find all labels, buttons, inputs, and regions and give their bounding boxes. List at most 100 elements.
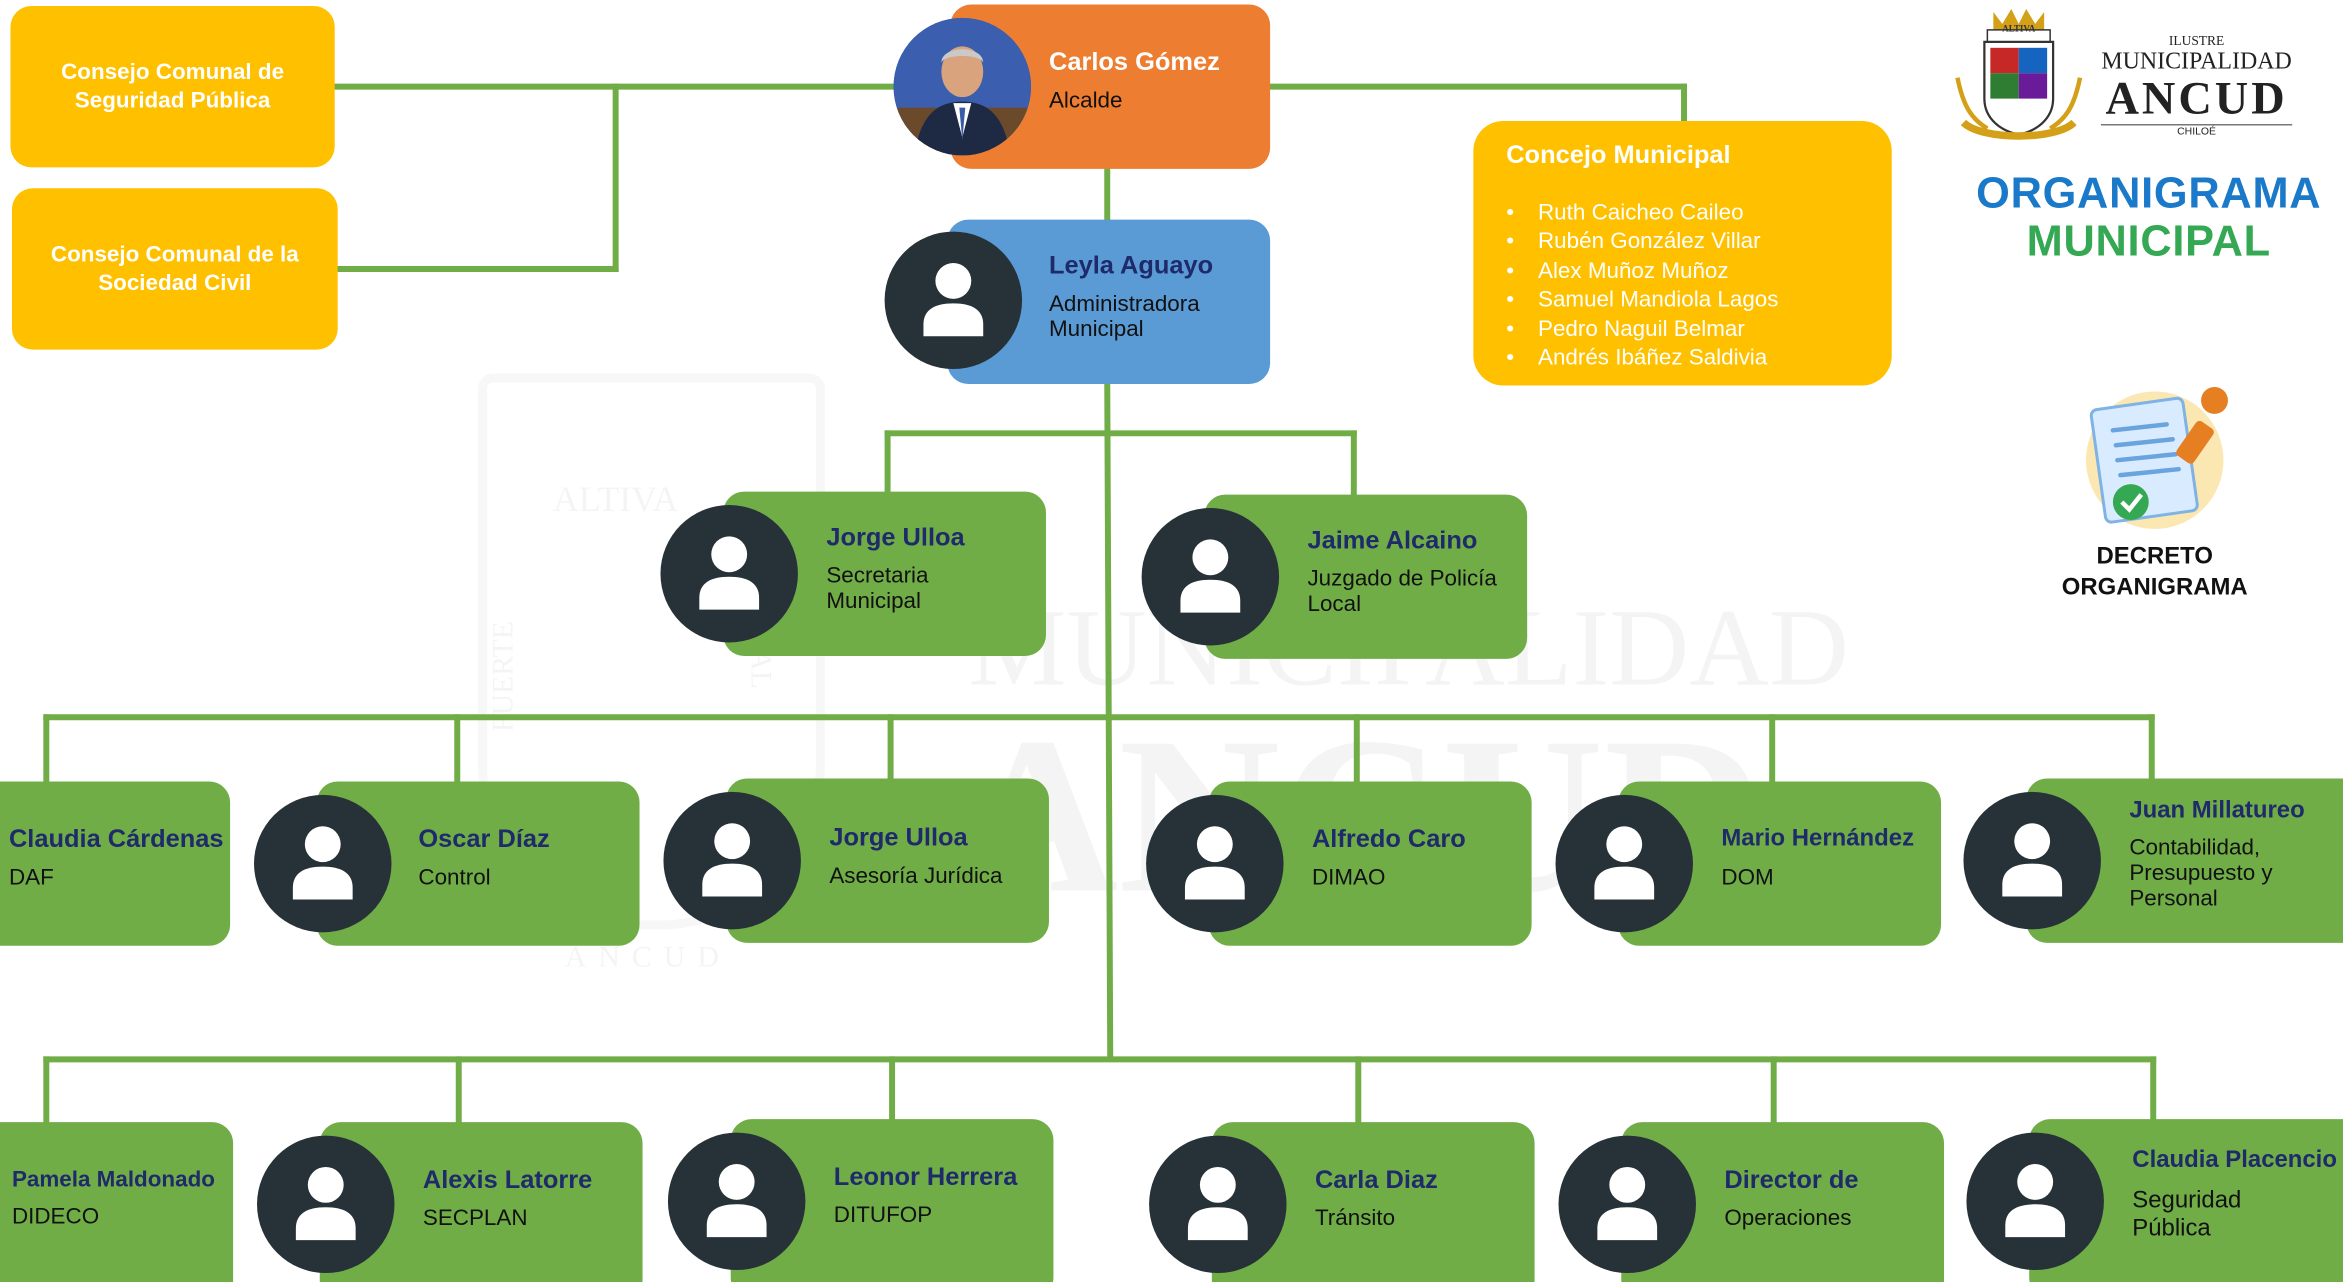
juzgado-role-line2: Local bbox=[1307, 591, 1362, 618]
person-icon bbox=[923, 262, 984, 337]
logo-municipalidad: MUNICIPALIDAD bbox=[2101, 49, 2292, 75]
juzgado-avatar bbox=[1141, 508, 1280, 646]
crest-motto: ALTIVA bbox=[2002, 25, 2036, 35]
person-icon bbox=[2002, 823, 2063, 897]
concejo-member: Rubén González Villar bbox=[1506, 228, 1778, 257]
consejo-sociedad-box: Consejo Comunal de la Sociedad Civil bbox=[11, 188, 338, 350]
person-icon bbox=[699, 536, 760, 610]
ditufop-role: DITUFOP bbox=[833, 1202, 933, 1229]
concejo-members-list: Ruth Caicheo Caileo Rubén González Villa… bbox=[1506, 199, 1778, 373]
dimao-name: Alfredo Caro bbox=[1311, 824, 1466, 854]
contabilidad-avatar bbox=[1963, 791, 2101, 930]
logo-ancud: ANCUD bbox=[2105, 71, 2288, 125]
document-stamp-icon bbox=[2085, 386, 2228, 529]
person-icon bbox=[1184, 826, 1245, 900]
juzgado-name: Jaime Alcaino bbox=[1307, 525, 1478, 555]
title-line2: MUNICIPAL bbox=[2026, 218, 2271, 266]
juridica-name: Jorge Ulloa bbox=[829, 823, 968, 852]
seguridad-avatar bbox=[1966, 1132, 2104, 1271]
person-icon bbox=[1594, 826, 1655, 900]
juzgado-role-line1: Juzgado de Policía bbox=[1307, 566, 1497, 592]
contabilidad-role-line2: Presupuesto y bbox=[2129, 860, 2273, 887]
logo-wordmark: ILUSTRE MUNICIPALIDAD ANCUD CHILOÉ bbox=[2092, 33, 2301, 141]
decreto-line1: DECRETO bbox=[2096, 543, 2213, 570]
dom-role: DOM bbox=[1721, 865, 1774, 891]
operaciones-avatar bbox=[1558, 1135, 1696, 1274]
daf-name: Claudia Cárdenas bbox=[8, 824, 224, 854]
concejo-member: Andrés Ibáñez Saldivia bbox=[1506, 344, 1778, 373]
seguridad-role-line1: Seguridad bbox=[2132, 1187, 2242, 1214]
concejo-title: Concejo Municipal bbox=[1506, 140, 1731, 169]
alcalde-photo bbox=[893, 17, 1032, 156]
operaciones-name: Director de bbox=[1724, 1165, 1859, 1194]
concejo-member: Alex Muñoz Muñoz bbox=[1506, 257, 1778, 286]
person-icon bbox=[295, 1166, 356, 1241]
control-role: Control bbox=[418, 865, 491, 891]
control-name: Oscar Díaz bbox=[418, 824, 550, 854]
ditufop-avatar bbox=[667, 1132, 806, 1271]
transito-avatar bbox=[1149, 1135, 1287, 1274]
contabilidad-role-line1: Contabilidad, bbox=[2129, 835, 2261, 861]
person-icon bbox=[706, 1163, 767, 1238]
decreto-icon-button[interactable] bbox=[2080, 383, 2235, 532]
person-icon bbox=[1187, 1166, 1248, 1241]
logo-chiloe: CHILOÉ bbox=[2100, 124, 2293, 140]
secretaria-role-line2: Municipal bbox=[826, 588, 922, 615]
consejo-seguridad-box: Consejo Comunal de Seguridad Pública bbox=[10, 5, 335, 168]
logo-ilustre: ILUSTRE bbox=[2168, 32, 2225, 48]
dideco-role: DIDECO bbox=[11, 1204, 100, 1230]
person-icon bbox=[702, 823, 763, 897]
secretaria-avatar bbox=[660, 505, 798, 643]
transito-role: Tránsito bbox=[1314, 1205, 1396, 1232]
daf-card bbox=[0, 781, 231, 946]
dimao-avatar bbox=[1146, 794, 1284, 933]
secplan-role: SECPLAN bbox=[422, 1205, 528, 1232]
juridica-avatar bbox=[663, 791, 801, 930]
contabilidad-role-line3: Personal bbox=[2129, 886, 2218, 912]
person-icon bbox=[1597, 1166, 1658, 1241]
dom-avatar bbox=[1555, 794, 1693, 933]
transito-name: Carla Diaz bbox=[1314, 1165, 1438, 1194]
dideco-name: Pamela Maldonado bbox=[11, 1166, 215, 1193]
ditufop-name: Leonor Herrera bbox=[833, 1162, 1018, 1191]
decreto-line2: ORGANIGRAMA bbox=[2061, 575, 2248, 601]
secplan-avatar bbox=[257, 1135, 395, 1274]
person-icon bbox=[2005, 1163, 2066, 1238]
control-avatar bbox=[254, 794, 392, 933]
daf-role: DAF bbox=[8, 865, 54, 891]
administradora-role-line2: Municipal bbox=[1048, 316, 1144, 343]
concejo-member: Pedro Naguil Belmar bbox=[1506, 315, 1778, 344]
contabilidad-name: Juan Millatureo bbox=[2129, 797, 2305, 824]
watermark-bottom: ANCUD bbox=[565, 941, 731, 975]
seguridad-role-line2: Pública bbox=[2132, 1216, 2211, 1242]
crest-icon bbox=[1955, 8, 2083, 140]
administradora-avatar bbox=[884, 231, 1023, 370]
secretaria-role-line1: Secretaria bbox=[826, 563, 929, 589]
operaciones-role: Operaciones bbox=[1724, 1205, 1852, 1232]
dideco-card bbox=[0, 1122, 234, 1282]
crest-logo: ALTIVA bbox=[1952, 3, 2086, 146]
administradora-name: Leyla Aguayo bbox=[1048, 251, 1214, 280]
secretaria-name: Jorge Ulloa bbox=[826, 522, 965, 552]
decreto-label[interactable]: DECRETO ORGANIGRAMA bbox=[2032, 541, 2277, 604]
concejo-municipal-box: Concejo Municipal Ruth Caicheo Caileo Ru… bbox=[1473, 121, 1892, 386]
organigrama-title: ORGANIGRAMA MUNICIPAL bbox=[1969, 170, 2328, 266]
dom-name: Mario Hernández bbox=[1721, 826, 1915, 852]
concejo-member: Samuel Mandiola Lagos bbox=[1506, 286, 1778, 315]
concejo-member: Ruth Caicheo Caileo bbox=[1506, 199, 1778, 228]
person-icon bbox=[292, 826, 353, 900]
dimao-role: DIMAO bbox=[1311, 865, 1386, 891]
consejo-seguridad-label: Consejo Comunal de Seguridad Pública bbox=[61, 59, 285, 114]
title-line1: ORGANIGRAMA bbox=[1976, 170, 2322, 219]
alcalde-role: Alcalde bbox=[1048, 88, 1123, 114]
watermark-motto: ALTIVA bbox=[553, 481, 679, 521]
person-photo-icon bbox=[893, 17, 1032, 156]
alcalde-name: Carlos Gómez bbox=[1048, 47, 1220, 77]
juridica-role: Asesoría Jurídica bbox=[829, 863, 1003, 890]
seguridad-name: Claudia Placencio bbox=[2132, 1147, 2337, 1173]
administradora-role-line1: Administradora bbox=[1048, 291, 1200, 317]
secplan-name: Alexis Latorre bbox=[422, 1165, 593, 1194]
person-icon bbox=[1180, 539, 1241, 613]
